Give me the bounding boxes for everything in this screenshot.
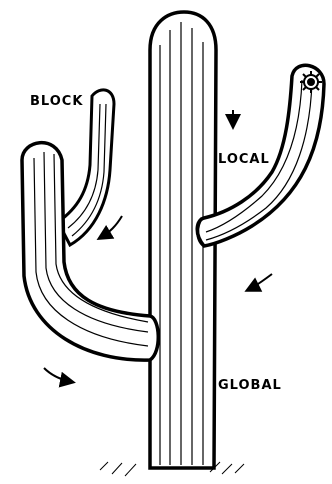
arrow-block bbox=[100, 216, 122, 238]
label-block: BLOCK bbox=[30, 94, 83, 109]
arrow-local-right-arm bbox=[248, 274, 272, 290]
cactus-flower-icon bbox=[300, 71, 322, 93]
label-local: LOCAL bbox=[218, 152, 270, 167]
arrow-global bbox=[44, 368, 72, 382]
label-global: GLOBAL bbox=[218, 378, 282, 393]
cactus-arm-back-left bbox=[58, 90, 114, 245]
